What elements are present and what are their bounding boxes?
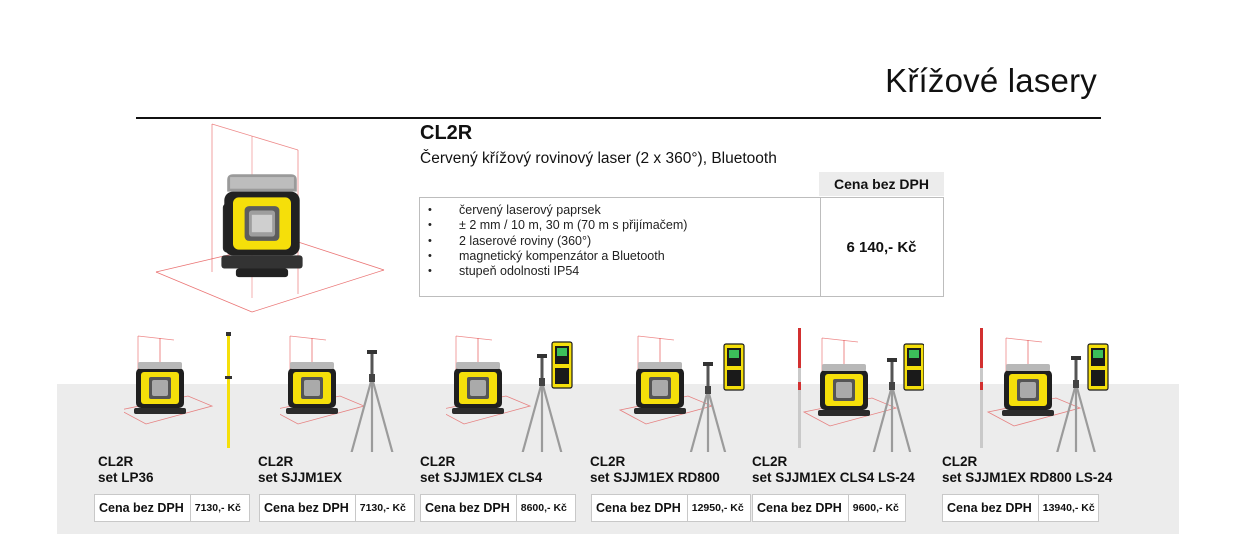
set-card: CL2R set LP36 Cena bez DPH 7130,- Kč xyxy=(94,0,256,534)
set-price-box: Cena bez DPH 13940,- Kč xyxy=(942,494,1099,522)
set-model: CL2R xyxy=(98,454,134,469)
set-label: set SJJM1EX RD800 xyxy=(590,470,720,485)
set-label: set SJJM1EX RD800 LS-24 xyxy=(942,470,1113,485)
price-separator xyxy=(354,495,356,521)
price-separator xyxy=(515,495,517,521)
product-subtitle: Červený křížový rovinový laser (2 x 360°… xyxy=(420,150,777,167)
receiver-icon xyxy=(723,343,745,391)
feature-item: magnetický kompenzátor a Bluetooth xyxy=(420,249,820,265)
set-price: 12950,- Kč xyxy=(691,502,744,514)
price-separator xyxy=(1037,495,1039,521)
set-price-label: Cena bez DPH xyxy=(947,501,1032,515)
product-model: CL2R xyxy=(420,122,473,144)
receiver-icon xyxy=(1087,343,1109,391)
set-model: CL2R xyxy=(420,454,456,469)
set-model: CL2R xyxy=(752,454,788,469)
feature-item: ± 2 mm / 10 m, 30 m (70 m s přijímačem) xyxy=(420,218,820,234)
set-price: 13940,- Kč xyxy=(1042,502,1095,514)
price-separator xyxy=(686,495,688,521)
feature-item: červený laserový paprsek xyxy=(420,203,820,219)
price-separator xyxy=(189,495,191,521)
laser-device-icon xyxy=(634,362,686,414)
spec-table: Cena bez DPH červený laserový paprsek ± … xyxy=(419,172,944,297)
laser-device-icon xyxy=(286,362,338,414)
pole-icon xyxy=(980,328,983,448)
set-image xyxy=(619,335,745,452)
set-model: CL2R xyxy=(258,454,294,469)
set-card: CL2R set SJJM1EX CLS4 Cena bez DPH 8600,… xyxy=(420,0,585,534)
column-divider xyxy=(820,198,821,296)
set-label: set LP36 xyxy=(98,470,154,485)
main-price: 6 140,- Kč xyxy=(846,238,917,256)
price-separator xyxy=(847,495,849,521)
laser-device-icon xyxy=(134,362,186,414)
main-product-image xyxy=(155,123,385,313)
set-price-label: Cena bez DPH xyxy=(264,501,349,515)
set-card: CL2R set SJJM1EX CLS4 LS-24 Cena bez DPH… xyxy=(752,0,937,534)
set-image xyxy=(446,335,573,452)
set-name: CL2R set LP36 xyxy=(98,454,154,486)
set-price-label: Cena bez DPH xyxy=(99,501,184,515)
set-price-label: Cena bez DPH xyxy=(757,501,842,515)
set-price: 7130,- Kč xyxy=(194,502,241,514)
set-card: CL2R set SJJM1EX RD800 Cena bez DPH 1295… xyxy=(590,0,751,534)
page-title: Křížové lasery xyxy=(885,62,1097,99)
set-price: 8600,- Kč xyxy=(520,502,567,514)
set-label: set SJJM1EX CLS4 LS-24 xyxy=(752,470,915,485)
set-price: 7130,- Kč xyxy=(359,502,406,514)
set-price-label: Cena bez DPH xyxy=(425,501,510,515)
set-price-box: Cena bez DPH 7130,- Kč xyxy=(259,494,415,522)
set-card: CL2R set SJJM1EX RD800 LS-24 Cena bez DP… xyxy=(942,0,1142,534)
feature-item: stupeň odolnosti IP54 xyxy=(420,264,820,280)
receiver-icon xyxy=(551,341,573,389)
feature-list: červený laserový paprsek ± 2 mm / 10 m, … xyxy=(420,203,820,280)
set-name: CL2R set SJJM1EX CLS4 LS-24 xyxy=(752,454,915,486)
receiver-icon xyxy=(903,343,924,391)
laser-device-icon xyxy=(1002,364,1054,416)
set-name: CL2R set SJJM1EX xyxy=(258,454,342,486)
set-model: CL2R xyxy=(590,454,626,469)
set-price-box: Cena bez DPH 7130,- Kč xyxy=(94,494,250,522)
set-image xyxy=(798,328,924,452)
set-image xyxy=(124,332,232,448)
set-price-box: Cena bez DPH 9600,- Kč xyxy=(752,494,906,522)
pole-icon xyxy=(225,332,232,448)
laser-device-icon xyxy=(452,362,504,414)
title-divider xyxy=(136,117,1101,119)
set-name: CL2R set SJJM1EX RD800 xyxy=(590,454,720,486)
set-model: CL2R xyxy=(942,454,978,469)
set-image xyxy=(280,335,396,452)
set-label: set SJJM1EX xyxy=(258,470,343,485)
tripod-icon xyxy=(348,348,396,452)
set-name: CL2R set SJJM1EX RD800 LS-24 xyxy=(942,454,1112,486)
spec-box: červený laserový paprsek ± 2 mm / 10 m, … xyxy=(419,197,944,297)
laser-device-icon xyxy=(818,364,870,416)
price-column-header: Cena bez DPH xyxy=(819,172,944,196)
set-price: 9600,- Kč xyxy=(852,502,899,514)
set-image xyxy=(980,328,1109,452)
set-name: CL2R set SJJM1EX CLS4 xyxy=(420,454,542,486)
feature-item: 2 laserové roviny (360°) xyxy=(420,234,820,250)
set-price-label: Cena bez DPH xyxy=(596,501,681,515)
set-price-box: Cena bez DPH 12950,- Kč xyxy=(591,494,751,522)
pole-icon xyxy=(798,328,801,448)
set-label: set SJJM1EX CLS4 xyxy=(420,470,543,485)
set-card: CL2R set SJJM1EX Cena bez DPH 7130,- Kč xyxy=(258,0,418,534)
set-price-box: Cena bez DPH 8600,- Kč xyxy=(420,494,576,522)
